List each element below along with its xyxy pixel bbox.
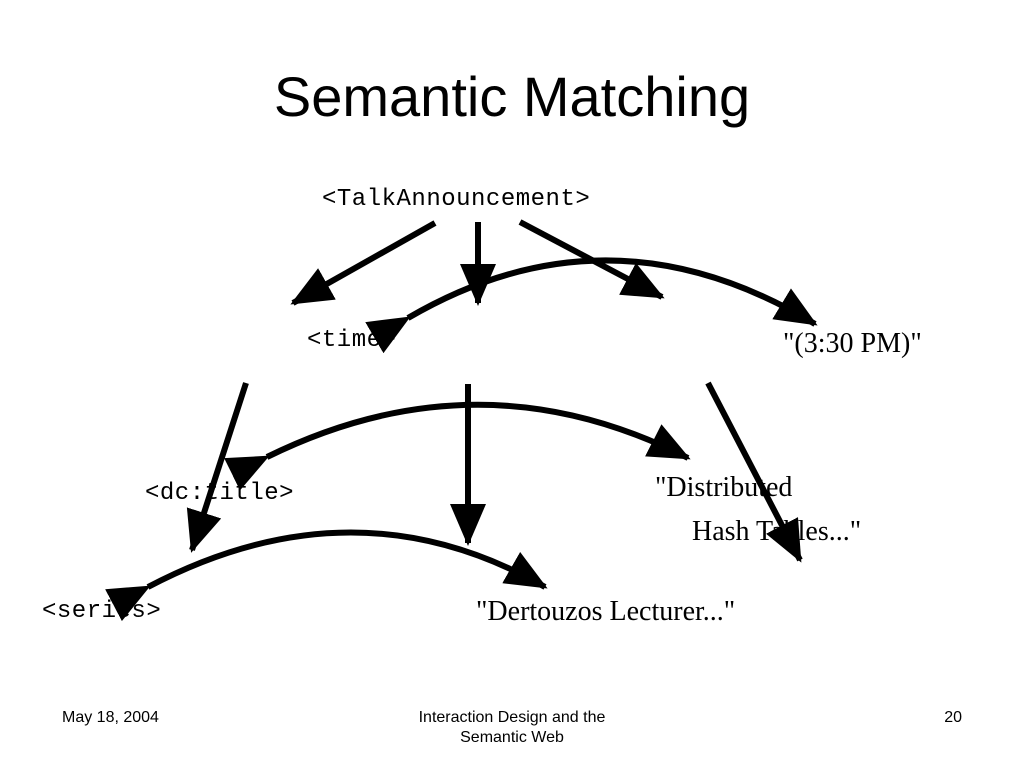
node-talk-announcement: <TalkAnnouncement>: [322, 186, 590, 213]
footer-date: May 18, 2004: [62, 709, 159, 726]
node-dc-title: <dc:title>: [145, 480, 294, 507]
node-series-value: "Dertouzos Lecturer...": [476, 596, 735, 627]
footer-page-number: 20: [944, 709, 962, 726]
node-title-value-line1: "Distributed: [655, 472, 792, 503]
arrow-time-to-object: [705, 381, 803, 563]
slide-title: Semantic Matching: [273, 65, 751, 128]
footer-title-line2: Semantic Web: [460, 729, 564, 746]
node-time: <time>: [307, 327, 396, 354]
arrow-talk-to-subject: [290, 220, 437, 306]
arc-title-to-value: [224, 401, 691, 491]
footer-title-line1: Interaction Design and the: [418, 709, 606, 726]
node-time-value: "(3:30 PM)": [783, 328, 922, 359]
arrow-time-to-subject: [186, 382, 249, 553]
arc-series-to-value: [105, 529, 548, 622]
node-series: <series>: [42, 598, 161, 625]
footer-presentation-title: Interaction Design and the Semantic Web: [352, 708, 672, 748]
arc-time-to-value: [365, 257, 818, 354]
